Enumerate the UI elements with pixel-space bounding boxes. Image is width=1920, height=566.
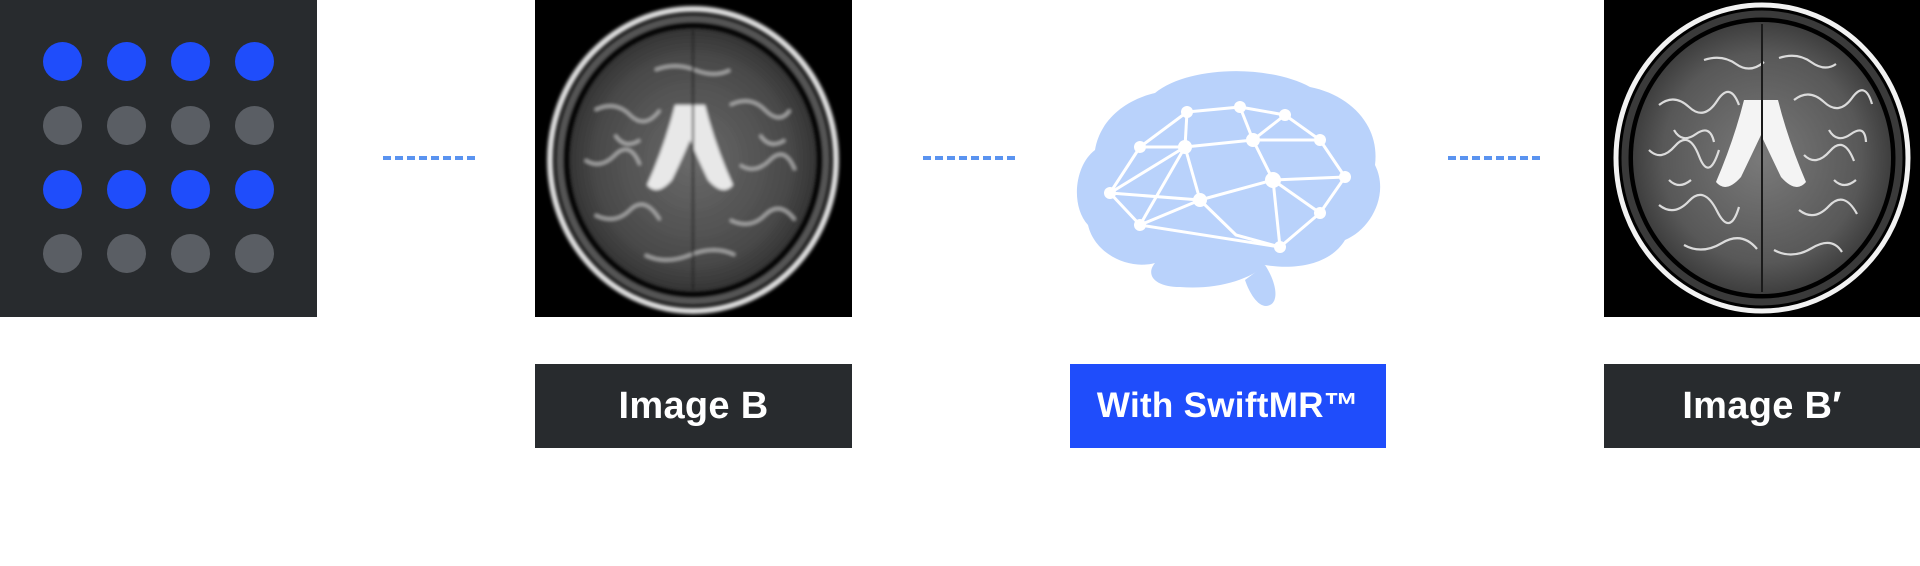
- output-image-label: Image B′: [1604, 364, 1920, 448]
- grid-dot-active: [107, 42, 146, 81]
- grid-dot-active: [171, 170, 210, 209]
- dashed-connector-2: [923, 156, 1015, 160]
- grid-dot-inactive: [43, 234, 82, 273]
- grid-dot-active: [43, 42, 82, 81]
- grid-dot-active: [43, 170, 82, 209]
- grid-dot-inactive: [235, 234, 274, 273]
- grid-dot-inactive: [171, 106, 210, 145]
- grid-dot-inactive: [107, 234, 146, 273]
- grid-dot-active: [171, 42, 210, 81]
- dashed-connector-1: [383, 156, 475, 160]
- swiftmr-label: With SwiftMR™: [1070, 364, 1386, 448]
- input-mri-image: [535, 0, 852, 317]
- grid-dot-active: [235, 42, 274, 81]
- dashed-connector-3: [1448, 156, 1540, 160]
- grid-dot-inactive: [107, 106, 146, 145]
- grid-dot-inactive: [171, 234, 210, 273]
- neural-brain-icon: [1076, 71, 1381, 306]
- grid-dot-active: [107, 170, 146, 209]
- grid-dot-inactive: [235, 106, 274, 145]
- grid-dot-inactive: [43, 106, 82, 145]
- mri-scan-icon: [547, 6, 839, 314]
- output-mri-image: [1604, 0, 1920, 317]
- mri-scan-icon: [1613, 2, 1911, 314]
- dot-grid-panel: [0, 0, 317, 317]
- input-image-label: Image B: [535, 364, 852, 448]
- grid-dot-active: [235, 170, 274, 209]
